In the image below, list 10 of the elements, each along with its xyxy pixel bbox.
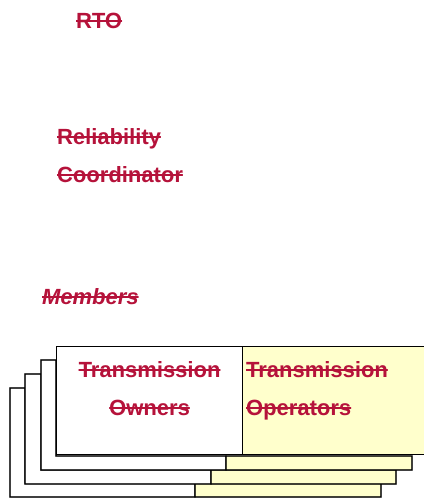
heading-label: Members [42,283,140,311]
heading-label: RTO [76,7,124,35]
stacked-sheet [211,470,396,484]
box-label: Transmission Owners [78,356,222,422]
heading-label: Reliability Coordinator [57,123,184,189]
box-label: Transmission Operators [246,356,389,422]
stacked-sheet [41,360,226,470]
text-box [56,346,243,455]
text-box [242,346,424,455]
stacked-sheet [226,456,412,470]
